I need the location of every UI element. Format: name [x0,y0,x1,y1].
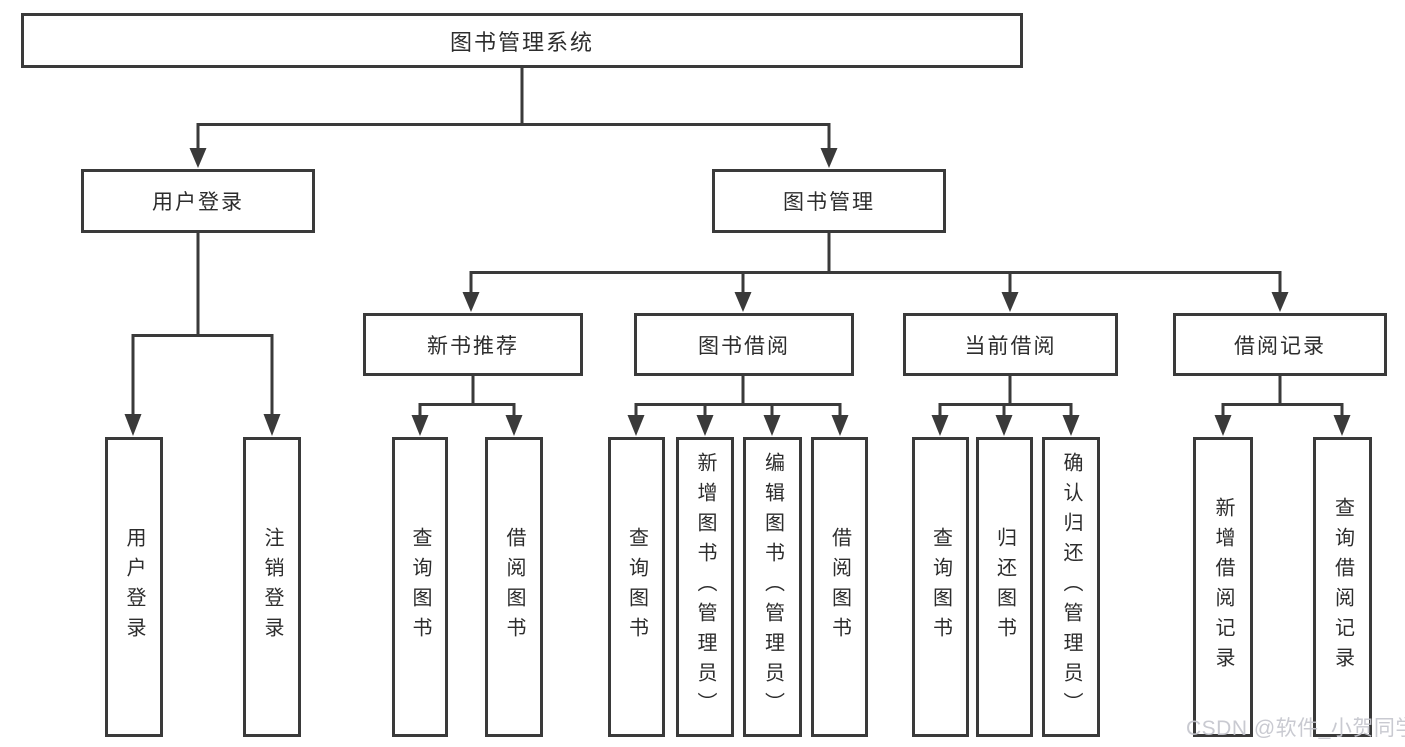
leaf-add-borrow-record: 新增借阅记录 [1193,437,1253,737]
node-book-borrowing: 图书借阅 [634,313,854,376]
leaf-confirm-return-admin: 确认归还（管理员） [1042,437,1100,737]
node-label: 图书借阅 [698,334,790,358]
node-label: 查询图书 [929,527,952,647]
node-label: 编辑图书（管理员） [761,452,784,722]
node-label: 新书推荐 [427,334,519,358]
node-label: 用户登录 [123,527,145,647]
leaf-return-books: 归还图书 [976,437,1033,737]
node-label: 查询借阅记录 [1331,497,1354,677]
node-label: 新增借阅记录 [1212,497,1234,677]
leaf-borrow-books-borrowing: 借阅图书 [811,437,868,737]
node-label: 新增图书（管理员） [694,452,716,722]
node-label: 用户登录 [152,191,244,214]
node-current-borrowing: 当前借阅 [903,313,1118,376]
leaf-logout: 注销登录 [243,437,301,737]
leaf-query-books-borrowing: 查询图书 [608,437,665,737]
node-label: 图书管理系统 [449,29,594,55]
leaf-query-borrow-record: 查询借阅记录 [1313,437,1372,737]
leaf-user-login: 用户登录 [105,437,163,737]
node-new-book-recommendation: 新书推荐 [363,313,583,376]
node-label: 借阅图书 [828,527,851,647]
node-label: 当前借阅 [964,334,1057,358]
node-user-login: 用户登录 [81,169,315,233]
node-book-management: 图书管理 [712,169,946,233]
watermark-text: CSDN @软件_小贺同学 [1186,717,1405,740]
node-label: 查询图书 [625,527,648,647]
leaf-edit-books-admin: 编辑图书（管理员） [743,437,802,737]
node-label: 查询图书 [409,527,431,647]
leaf-add-books-admin: 新增图书（管理员） [676,437,734,737]
leaf-query-books-current: 查询图书 [912,437,969,737]
node-label: 归还图书 [993,527,1016,647]
node-label: 图书管理 [783,191,875,214]
node-label: 确认归还（管理员） [1060,452,1082,722]
node-library-management-system: 图书管理系统 [21,13,1023,68]
leaf-borrow-books-recommend: 借阅图书 [485,437,543,737]
leaf-query-books-recommend: 查询图书 [392,437,448,737]
node-label: 借阅记录 [1234,334,1326,358]
node-borrowing-records: 借阅记录 [1173,313,1387,376]
node-label: 借阅图书 [503,527,525,647]
node-label: 注销登录 [261,527,283,647]
